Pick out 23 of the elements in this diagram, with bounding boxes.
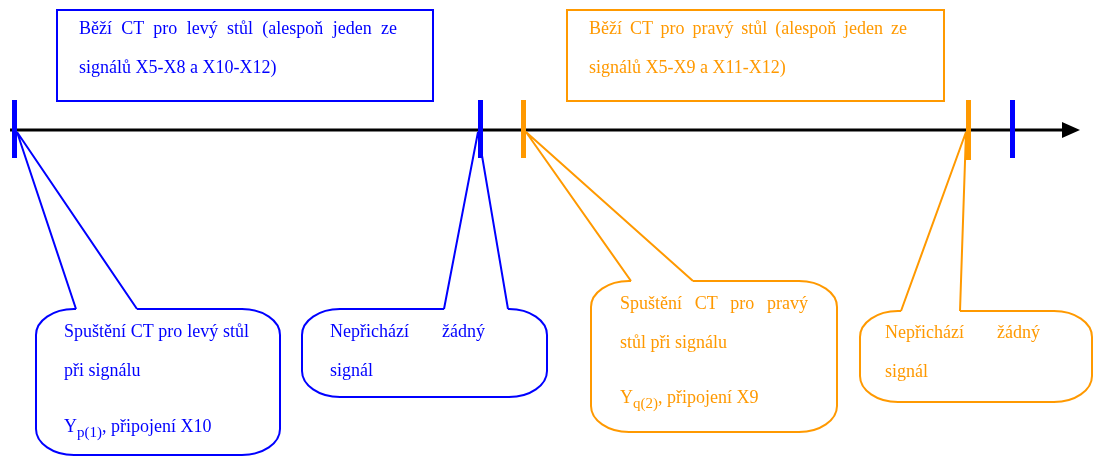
callout-text: Spuštění CT pro levý stůl při signálu <box>64 320 249 382</box>
callout-box <box>591 281 837 432</box>
callout-text: Y$_{p(1)}$, připojení X10 <box>64 415 213 442</box>
callout-box <box>302 309 547 397</box>
tick-mark <box>966 100 971 160</box>
callout-text: Běží CT pro pravý stůl (alespoň jeden ze signálů X5-X9 a X11-X12) <box>589 17 907 79</box>
tick-mark <box>12 100 17 158</box>
tick-mark <box>521 100 526 158</box>
leader-line <box>525 131 694 282</box>
callout-text: Y$_{q(2)}$, připojení X9 <box>620 386 760 413</box>
text-box <box>56 9 434 102</box>
leader-line <box>900 131 967 312</box>
leader-line <box>443 131 509 310</box>
callout-box <box>860 311 1092 402</box>
tick-mark <box>478 100 483 158</box>
callout-text: Nepřichází žádný signál <box>330 320 485 382</box>
callout-text: Nepřichází žádný signál <box>885 321 1040 383</box>
text-box <box>566 9 945 102</box>
leader-line <box>16 131 138 310</box>
tick-mark <box>1010 100 1015 158</box>
callout-text: Běží CT pro levý stůl (alespoň jeden ze signálů X5-X8 a X10-X12) <box>79 17 397 79</box>
callout-box <box>36 309 280 455</box>
callout-text: Spuštění CT pro pravý stůl při signálu <box>620 292 808 354</box>
